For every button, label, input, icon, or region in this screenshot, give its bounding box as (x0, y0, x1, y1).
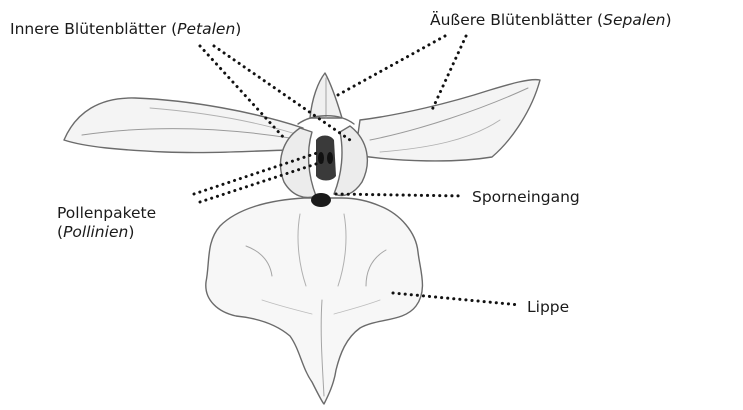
label-outer-sepals: Äußere Blütenblätter (Sepalen) (430, 11, 672, 30)
label-spur-entrance: Sporneingang (472, 188, 580, 207)
left-sepal (64, 98, 303, 153)
column (311, 136, 336, 208)
lip (206, 198, 423, 404)
label-pollen-line2: (Pollinien) (57, 223, 156, 242)
leader-outer-sepals-a (336, 36, 445, 96)
leader-spur (336, 194, 464, 196)
label-lip: Lippe (527, 298, 569, 317)
label-pollen-packets: Pollenpakete (Pollinien) (57, 204, 156, 242)
label-pollen-line1: Pollenpakete (57, 204, 156, 223)
right-sepal (355, 80, 540, 161)
label-inner-petals: Innere Blütenblätter (Petalen) (10, 20, 241, 39)
